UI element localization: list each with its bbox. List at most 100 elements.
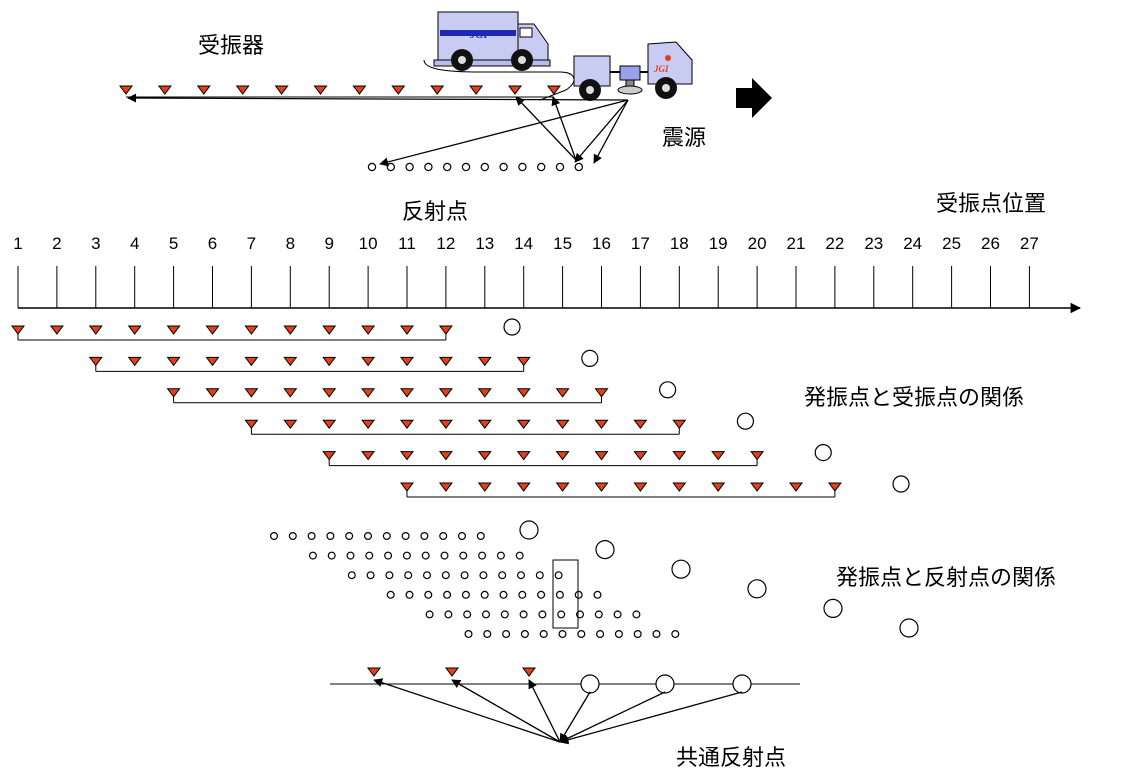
geophone-icon xyxy=(322,356,337,367)
reflection-point-icon xyxy=(518,162,527,172)
reflection-point-icon xyxy=(405,590,414,599)
reflection-point-icon xyxy=(539,629,548,638)
reflection-point-icon xyxy=(554,571,563,580)
geophone-icon xyxy=(555,419,570,430)
reflection-point-icon xyxy=(441,571,450,580)
geophone-icon xyxy=(438,482,453,492)
reflection-point-icon xyxy=(440,551,449,560)
reflection-point-icon xyxy=(633,629,642,638)
geophone-icon xyxy=(361,356,376,367)
source-label: 震源 xyxy=(662,126,707,151)
reflection-point-icon xyxy=(518,590,527,599)
geophone-icon xyxy=(594,388,609,398)
receiver-label: 受振器 xyxy=(198,34,265,59)
reflection-point-icon xyxy=(519,610,528,619)
axis-tick-label: 15 xyxy=(553,234,573,253)
shot-point-icon xyxy=(747,579,767,599)
axis-tick-label: 18 xyxy=(669,234,689,253)
reflection-point-icon xyxy=(652,629,661,638)
shot-point-icon xyxy=(659,381,677,399)
geophone-icon xyxy=(391,85,406,95)
axis-tick-label: 21 xyxy=(786,234,806,253)
receiver-cable xyxy=(423,59,575,101)
reflection-point-icon xyxy=(366,571,375,580)
geophone-icon xyxy=(508,85,522,95)
geophone-icon xyxy=(477,482,492,492)
top-scene xyxy=(119,85,629,172)
reflection-point-icon xyxy=(308,551,317,560)
shot-point-icon xyxy=(899,618,919,638)
reflection-point-icon xyxy=(557,610,566,619)
reflection-point-icon xyxy=(425,610,434,619)
reflection-point-icon xyxy=(480,590,489,599)
geophone-icon xyxy=(594,419,609,430)
ray-arrow xyxy=(515,96,577,161)
axis-tick-label: 26 xyxy=(981,234,1000,253)
reflection-point-icon xyxy=(500,610,509,619)
axis-tick-label: 27 xyxy=(1019,234,1039,253)
axis-tick-label: 16 xyxy=(592,234,611,253)
axis-tick-label: 12 xyxy=(436,234,456,253)
axis-tick-label: 1 xyxy=(13,234,23,253)
ray-arrow xyxy=(127,93,629,103)
geophone-icon xyxy=(477,419,492,430)
geophone-icon xyxy=(166,388,181,398)
geophone-icon xyxy=(322,388,337,398)
axis-tick-label: 5 xyxy=(168,234,179,253)
axis-tick-label: 8 xyxy=(285,234,296,253)
geophone-icon xyxy=(789,482,803,492)
geophone-icon xyxy=(516,419,531,430)
axis-tick-label: 20 xyxy=(747,234,767,253)
geophone-icon xyxy=(711,451,726,461)
reflection-point-icon xyxy=(458,531,467,540)
geophone-icon xyxy=(400,482,414,492)
shot-point-icon xyxy=(580,674,600,694)
reflection-point-icon xyxy=(671,629,680,638)
axis-tick-label: 10 xyxy=(358,234,378,253)
geophone-icon xyxy=(633,451,648,461)
reflection-point-icon xyxy=(401,531,410,540)
geophone-icon xyxy=(750,482,765,492)
ray-arrow xyxy=(528,679,561,743)
reflection-point-icon xyxy=(386,162,395,172)
reflection-point-icon xyxy=(327,551,336,560)
geophone-icon xyxy=(555,451,570,461)
geophone-icon xyxy=(119,85,133,95)
reflection-point-icon xyxy=(460,571,469,580)
reflection-point-icon xyxy=(498,571,507,580)
reflection-point-icon xyxy=(479,571,488,580)
geophone-icon xyxy=(88,325,103,335)
reflection-point-icon xyxy=(307,531,316,540)
ray-arrow xyxy=(373,678,561,743)
geophone-icon xyxy=(322,419,337,430)
reflection-point-icon xyxy=(502,629,511,638)
reflection-point-icon xyxy=(347,571,356,580)
reflection-point-icon xyxy=(364,531,373,540)
reflection-point-icon xyxy=(483,629,492,638)
axis-tick-label: 23 xyxy=(864,234,884,253)
reflection-point-icon xyxy=(555,162,565,172)
geophone-icon xyxy=(438,419,453,430)
reflection-point-icon xyxy=(499,162,508,172)
geophone-icon xyxy=(361,325,376,335)
reflection-point-icon xyxy=(424,590,433,599)
geophone-icon xyxy=(400,325,414,335)
axis-tick-label: 9 xyxy=(324,234,334,253)
geophone-icon xyxy=(827,482,842,492)
reflection-point-icon xyxy=(499,590,508,599)
shot-point-icon xyxy=(503,318,521,336)
shot-reflection-relation-label: 発振点と反射点の関係 xyxy=(836,566,1057,591)
reflection-point-icon xyxy=(345,531,354,540)
reflection-point-icon xyxy=(444,610,453,619)
geophone-icon xyxy=(438,356,453,367)
common-point-highlight-box xyxy=(552,559,579,629)
reflection-point-icon xyxy=(404,571,413,580)
axis-tick-label: 6 xyxy=(207,234,218,253)
geophone-icon xyxy=(322,325,337,335)
geophone-icon xyxy=(522,667,536,677)
geophone-icon xyxy=(313,85,328,95)
geophone-icon xyxy=(445,667,459,677)
geophone-icon xyxy=(361,419,376,430)
axis-tick-label: 14 xyxy=(514,234,534,253)
receiver-position-axis xyxy=(17,266,1082,314)
